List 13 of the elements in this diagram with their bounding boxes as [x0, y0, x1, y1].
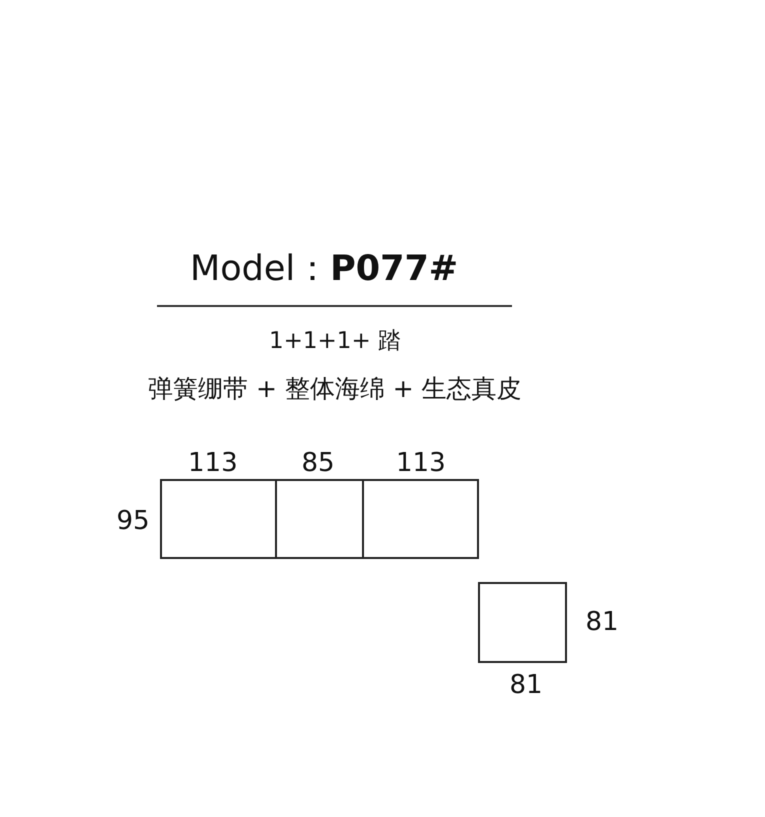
dimension-label: 113: [396, 450, 446, 476]
configuration-text: 1+1+1+ 踏: [269, 330, 402, 353]
dimension-label: 95: [116, 508, 150, 534]
footstool-outline: [478, 582, 567, 663]
model-title: Model：P077#: [190, 252, 458, 287]
dimension-label: 113: [188, 450, 238, 476]
seat-outline: [160, 479, 277, 559]
dimension-label: 85: [302, 450, 335, 476]
material-text: 弹簧绷带 + 整体海绵 + 生态真皮: [148, 376, 522, 401]
seat-outline: [362, 479, 479, 559]
seat-outline: [275, 479, 364, 559]
dimension-label: 81: [510, 672, 543, 698]
dimension-label: 81: [586, 609, 619, 635]
